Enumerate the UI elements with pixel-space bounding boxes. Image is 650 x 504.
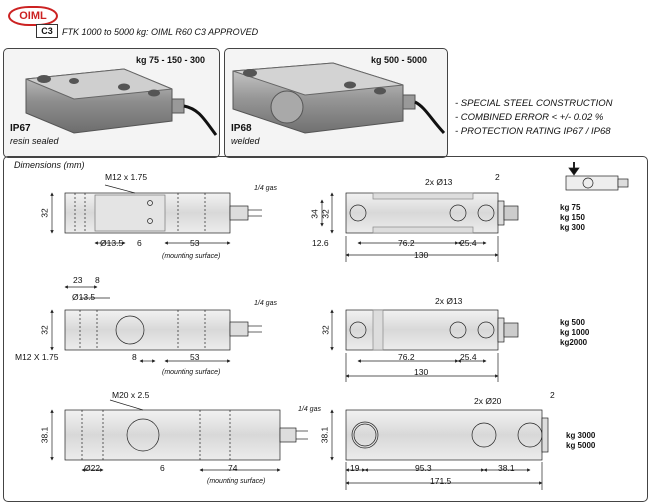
r2-holes-label: 2x Ø13 xyxy=(435,296,463,306)
r2-length-label: 130 xyxy=(414,367,429,377)
capacity-item: kg 75 xyxy=(560,203,581,212)
r1-capacities: kg 75 kg 150 kg 300 xyxy=(560,203,585,233)
r3-pitch-label: 95.3 xyxy=(415,463,432,473)
r1-gap-label: 2 xyxy=(495,172,500,182)
r3-hole-label: Ø22 xyxy=(84,463,101,473)
r3-gas-label: 1/4 gas xyxy=(298,406,321,413)
capacity-item: kg 300 xyxy=(560,223,585,232)
r1-end-label: 25.4 xyxy=(460,238,477,248)
r3-height-label: 38.1 xyxy=(39,426,50,444)
r3-thread-label: M20 x 2.5 xyxy=(112,390,150,400)
oiml-logo: OIML C3 xyxy=(6,4,58,38)
r3-end-label: 38.1 xyxy=(498,463,515,473)
dimensions-title: Dimensions (mm) xyxy=(14,160,85,170)
row1-side-view xyxy=(50,184,262,245)
r3-d74-label: 74 xyxy=(228,463,238,473)
r3-left-label: 19 xyxy=(350,463,360,473)
capacity-item: kg 150 xyxy=(560,213,585,222)
capacity-item: kg 500 xyxy=(560,318,585,327)
r2-d8top-label: 8 xyxy=(95,275,100,285)
capacity-item: kg 3000 xyxy=(566,431,596,440)
row2-side-view xyxy=(50,285,262,363)
feature-item: - PROTECTION RATING IP67 / IP68 xyxy=(455,126,611,137)
accuracy-class-badge: C3 xyxy=(36,24,58,38)
r2-d23-label: 23 xyxy=(73,275,83,285)
oiml-logo-mark: OIML xyxy=(8,6,58,26)
capacity-item: kg2000 xyxy=(560,338,588,347)
capacity-item: kg 1000 xyxy=(560,328,590,337)
row3-top-view xyxy=(330,409,549,490)
r2-end-label: 25.4 xyxy=(460,352,477,362)
r2-capacities: kg 500 kg 1000 kg2000 xyxy=(560,318,589,348)
load-cell-photo-ip67 xyxy=(25,68,218,136)
capacity-range-ip67: kg 75 - 150 - 300 xyxy=(136,55,206,65)
r1-length-label: 130 xyxy=(414,250,429,260)
r2-thread-label: M12 X 1.75 xyxy=(15,352,59,362)
seal-type-ip67: resin sealed xyxy=(10,136,59,146)
r2-mounting-label: (mounting surface) xyxy=(162,369,221,376)
r3-gap-label: 2 xyxy=(550,390,555,400)
feature-list: - SPECIAL STEEL CONSTRUCTION - COMBINED … xyxy=(455,97,613,139)
r2-height-label: 32 xyxy=(39,325,50,335)
r3-height-label-top: 38.1 xyxy=(319,426,330,444)
r1-left-label: 12.6 xyxy=(312,238,329,248)
row3-side-view xyxy=(50,399,308,472)
dimensions-panel xyxy=(3,156,648,502)
r3-mounting-label: (mounting surface) xyxy=(207,478,266,485)
r1-thread-label: M12 x 1.75 xyxy=(105,172,148,182)
r3-holes-label: 2x Ø20 xyxy=(474,396,502,406)
protection-rating-ip68: IP68 xyxy=(231,123,252,134)
r1-pitch-label: 76.2 xyxy=(398,238,415,248)
r1-gas-label: 1/4 gas xyxy=(254,185,277,192)
r1-mounting-label: (mounting surface) xyxy=(162,253,221,260)
r3-d6-label: 6 xyxy=(160,463,165,473)
r3-capacities: kg 3000 kg 5000 xyxy=(566,431,595,451)
feature-item: - SPECIAL STEEL CONSTRUCTION xyxy=(455,98,613,109)
r1-h1-label: 34 xyxy=(309,209,320,219)
r1-height-label: 32 xyxy=(39,208,50,218)
load-direction-diagram xyxy=(565,162,629,191)
photo-panel-ip68: kg 500 - 5000 IP68 welded xyxy=(224,48,448,158)
r1-holes-label: 2x Ø13 xyxy=(425,177,453,187)
row1-top-view xyxy=(320,192,519,262)
r1-d2-label: 53 xyxy=(190,238,200,248)
capacity-range-ip68: kg 500 - 5000 xyxy=(371,55,428,65)
r3-length-label: 171.5 xyxy=(430,476,452,486)
seal-type-ip68: welded xyxy=(231,136,260,146)
approval-header: FTK 1000 to 5000 kg: OIML R60 C3 APPROVE… xyxy=(62,27,259,37)
photo-panel-ip67: kg 75 - 150 - 300 IP67 resin sealed xyxy=(3,48,220,158)
r1-h2-label: 32 xyxy=(320,209,331,219)
r2-height-label-top: 32 xyxy=(320,325,331,335)
r2-d8-label: 8 xyxy=(132,352,137,362)
r2-d53-label: 53 xyxy=(190,352,200,362)
load-cell-photo-ip68 xyxy=(232,62,446,135)
r1-hole-label: Ø13.5 xyxy=(100,238,124,248)
r2-hole-label: Ø13.5 xyxy=(72,292,96,302)
r2-gas-label: 1/4 gas xyxy=(254,300,277,307)
protection-rating-ip67: IP67 xyxy=(10,123,31,134)
r1-d1-label: 6 xyxy=(137,238,142,248)
capacity-item: kg 5000 xyxy=(566,441,596,450)
r2-pitch-label: 76.2 xyxy=(398,352,415,362)
feature-item: - COMBINED ERROR < +/- 0.02 % xyxy=(455,112,604,123)
row2-top-view xyxy=(330,309,519,382)
